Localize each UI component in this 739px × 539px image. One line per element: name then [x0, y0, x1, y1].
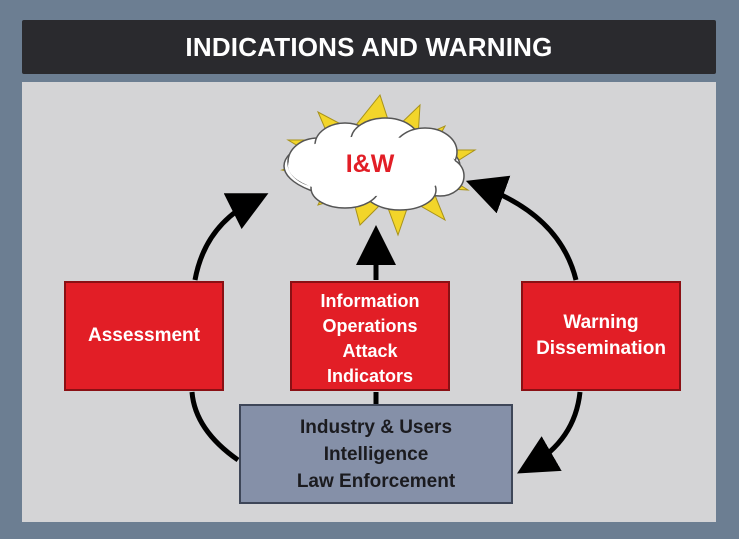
diagram-title: INDICATIONS AND WARNING — [185, 31, 553, 62]
arrow-assessment-to-iw — [192, 193, 269, 281]
assessment-label: Assessment — [88, 325, 200, 346]
arrow-warning-to-industry — [517, 391, 583, 474]
info-ops-line-1: Information — [320, 291, 420, 311]
info-ops-line-2: Operations — [322, 316, 418, 336]
industry-line-3: Law Enforcement — [296, 470, 456, 492]
arrow-industry-to-assessment — [189, 391, 240, 463]
info-ops-attack-indicators-box: Information Operations Attack Indicators — [290, 281, 450, 391]
assessment-box: Assessment — [64, 281, 224, 391]
info-ops-line-3: Attack — [342, 341, 398, 361]
title-bar: INDICATIONS AND WARNING — [22, 20, 716, 74]
warning-dissemination-box: Warning Dissemination — [521, 281, 681, 391]
info-ops-line-4: Indicators — [326, 366, 414, 386]
iw-label: I&W — [345, 150, 395, 178]
industry-line-2: Intelligence — [323, 443, 429, 465]
arrow-warning-to-iw — [465, 175, 579, 281]
industry-line-1: Industry & Users — [299, 416, 453, 438]
warning-line-2: Dissemination — [536, 338, 666, 359]
warning-line-1: Warning — [563, 312, 639, 333]
industry-intelligence-law-box: Industry & Users Intelligence Law Enforc… — [239, 404, 513, 504]
